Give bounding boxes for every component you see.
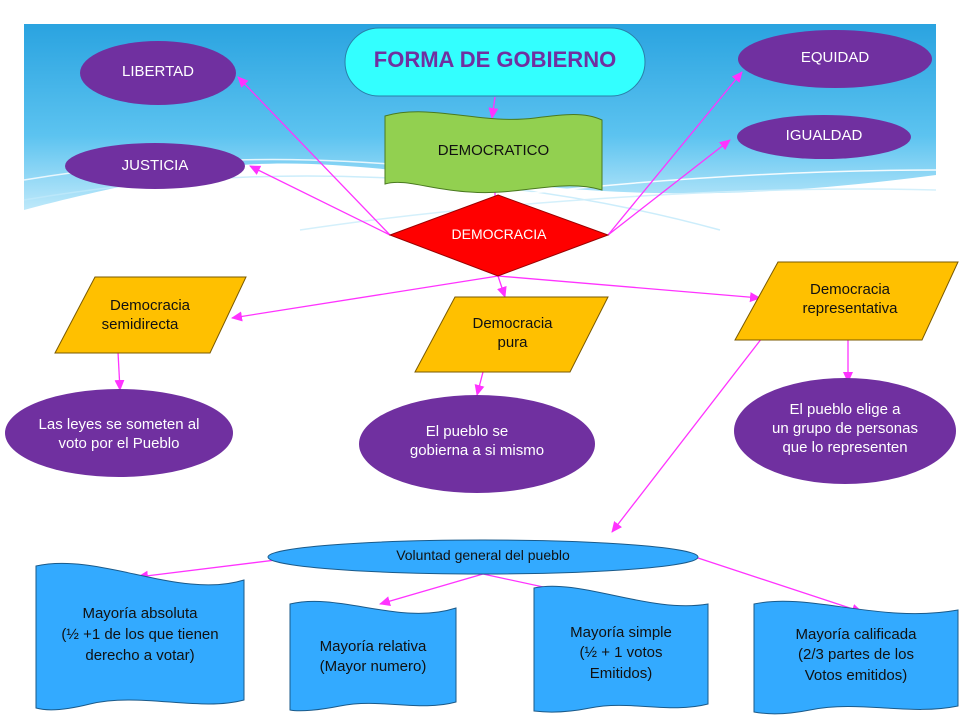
diagram-title: FORMA DE GOBIERNO (373, 47, 617, 72)
label-democratico: DEMOCRATICO (437, 142, 550, 159)
label-line: representativa (802, 299, 898, 317)
democratico-box (384, 111, 603, 194)
label-line: voto por el Pueblo (58, 434, 180, 452)
label-type-semidirecta: Democracia semidirecta (70, 297, 230, 335)
oval-igualdad (737, 115, 911, 159)
arrow-to-representativa (497, 275, 761, 303)
parallelogram-pura (414, 296, 609, 373)
arrow-semidirecta-desc (114, 351, 125, 391)
label-desc-representativa: El pueblo elige a un grupo de personas q… (734, 401, 956, 457)
doc-calificada (753, 600, 959, 715)
label-majority-simple: Mayoría simple (½ + 1 votos Emitidos) (534, 623, 708, 684)
label-line: Democracia (472, 315, 553, 332)
arrow-to-calificada (694, 556, 863, 614)
arrow-to-relativa (379, 573, 484, 607)
oval-libertad (80, 41, 236, 105)
oval-desc-pura (359, 395, 595, 493)
label-majority-relativa: Mayoría relativa (Mayor numero) (290, 637, 456, 678)
arrow-to-libertad (237, 76, 391, 236)
oval-voluntad (267, 539, 699, 575)
label-line: un grupo de personas (772, 419, 918, 437)
parallelogram-representativa (734, 261, 959, 341)
doc-relativa (289, 600, 457, 712)
label-line: El pueblo se (425, 423, 509, 440)
arrow-representativa-voluntad (611, 337, 763, 533)
label-line: (½ +1 de los que tienen (61, 626, 219, 643)
arrow-title-democratico (488, 96, 499, 119)
connector-arrows (114, 71, 863, 614)
label-libertad: LIBERTAD (122, 63, 194, 80)
oval-justicia (65, 143, 245, 189)
arrow-to-semidirecta (231, 275, 499, 322)
arrow-to-justicia (249, 165, 391, 236)
oval-equidad (738, 30, 932, 88)
label-majority-absoluta: Mayoría absoluta (½ +1 de los que tienen… (36, 603, 244, 666)
label-igualdad: IGUALDAD (785, 127, 863, 144)
arrow-pura-desc (474, 371, 485, 396)
arrow-to-equidad (607, 71, 743, 236)
parallelogram-semidirecta (54, 276, 247, 354)
label-desc-semidirecta: Las leyes se someten al voto por el Pueb… (5, 416, 233, 454)
label-voluntad: Voluntad general del pueblo (396, 547, 570, 563)
label-line: Mayoría relativa (319, 638, 427, 655)
label-line: Mayoría calificada (795, 626, 917, 643)
label-desc-pura: El pueblo se gobierna a si mismo (359, 423, 595, 461)
label-line: gobierna a si mismo (409, 441, 545, 459)
label-line: derecho a votar) (85, 647, 195, 664)
label-line: Mayoría simple (570, 624, 672, 641)
label-line: (2/3 partes de los (798, 646, 914, 664)
label-line: pura (497, 333, 528, 351)
label-line: que lo representen (782, 438, 908, 456)
arrow-to-igualdad (607, 139, 731, 236)
label-line: Las leyes se someten al (38, 416, 200, 433)
arrow-to-pura (497, 275, 507, 298)
label-justicia: JUSTICIA (121, 157, 189, 174)
label-line: Emitidos) (589, 664, 653, 682)
label-type-representativa: Democracia representativa (765, 281, 935, 319)
label-line: Democracia (109, 297, 191, 314)
title-box (344, 27, 646, 97)
doc-simple (533, 585, 709, 713)
label-majority-calificada: Mayoría calificada (2/3 partes de los Vo… (754, 625, 958, 686)
label-line: semidirecta (101, 315, 179, 333)
label-line: (Mayor numero) (319, 658, 427, 676)
doc-absoluta (35, 562, 245, 711)
label-equidad: EQUIDAD (800, 49, 870, 66)
label-line: Democracia (809, 281, 891, 298)
oval-desc-representativa (734, 378, 956, 484)
label-line: Mayoría absoluta (82, 605, 198, 622)
label-type-pura: Democracia pura (435, 315, 590, 353)
label-line: El pueblo elige a (789, 401, 901, 418)
oval-desc-semidirecta (5, 389, 233, 477)
label-line: Votos emitidos) (804, 666, 908, 684)
label-democracia: DEMOCRACIA (451, 226, 547, 242)
democracia-diamond (388, 194, 610, 277)
label-line: (½ + 1 votos (579, 644, 663, 662)
